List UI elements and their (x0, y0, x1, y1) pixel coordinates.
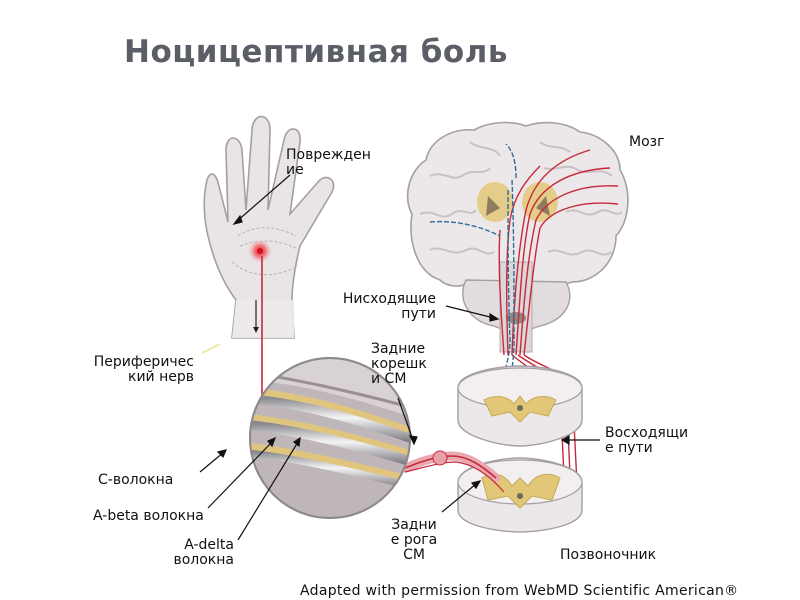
brain-gyrus (539, 141, 571, 153)
descending-pathways (429, 143, 517, 411)
a-beta-label: A-beta волокна (93, 508, 204, 524)
brain-gyrus (419, 209, 477, 218)
peripheral-nerve-label: Периферичес кий нерв (66, 355, 194, 385)
palm-line (239, 240, 301, 251)
palm-line (237, 227, 297, 237)
a-beta-fiber (250, 419, 410, 469)
descending-label: Нисходящие пути (318, 292, 436, 322)
injury-label-line: Поврежден (286, 147, 371, 163)
hand-illustration (203, 115, 335, 420)
dorsal-root-ganglion (432, 450, 448, 466)
c-fibers-label: C-волокна (98, 472, 174, 488)
dorsal-roots-label-line: корешк (371, 356, 427, 372)
brain-gyrus (565, 209, 623, 216)
peripheral-nerve-label-line: кий нерв (127, 369, 194, 385)
attribution: Adapted with permission from WebMD Scien… (300, 583, 739, 599)
dorsal-horn-label-line: Задни (391, 517, 437, 533)
brain-gyrus (429, 167, 491, 179)
slide-title: Ноцицептивная боль (124, 34, 508, 70)
thalamus-left (477, 182, 513, 222)
brain-gyrus (429, 247, 495, 255)
injury-label-line: ие (286, 162, 304, 178)
nerve-magnification (249, 357, 411, 519)
brain-label: Мозг (629, 134, 665, 150)
hand-shape (203, 115, 335, 339)
pointer-lines (199, 174, 600, 541)
injury-center (257, 248, 263, 254)
upper-spinal-section (457, 365, 583, 447)
dorsal-horn-label: Задни е рога СМ (386, 518, 442, 563)
dorsal-horn-label-line: СМ (403, 547, 425, 563)
a-delta-label: A-delta волокна (150, 538, 234, 568)
wrist (232, 300, 294, 338)
brain-gyrus (543, 165, 613, 177)
pons-nucleus (506, 312, 526, 324)
descending-label-line: Нисходящие (342, 291, 436, 307)
thalamus-right (522, 182, 558, 222)
ascending-label: Восходящи е пути (605, 426, 688, 456)
brain-gyrus (547, 249, 613, 256)
dorsal-root-nerve (400, 450, 505, 493)
central-canal (517, 493, 523, 499)
ascending-label-line: е пути (605, 440, 653, 456)
brain-illustration (406, 121, 629, 353)
dorsal-roots-label-line: Задние (371, 341, 426, 357)
ventricle-right (536, 196, 550, 216)
dorsal-roots-label-line: и СМ (371, 371, 407, 387)
ventricle-left (486, 196, 500, 216)
a-delta-fiber (250, 393, 410, 447)
dorsal-roots-label: Задние корешк и СМ (371, 342, 427, 387)
brain-gyrus (469, 141, 501, 157)
injury-label: Поврежден ие (286, 148, 371, 178)
peripheral-nerve-label-line: Периферичес (93, 354, 194, 370)
dorsal-horn-label-line: е рога (390, 532, 438, 548)
central-canal (517, 405, 523, 411)
spine-label: Позвоночник (560, 547, 657, 563)
a-delta-label-line: A-delta (184, 537, 234, 553)
arrow-head (253, 327, 259, 333)
ascending-label-line: Восходящи (605, 425, 689, 441)
a-delta-label-line: волокна (173, 552, 234, 568)
descending-label-line: пути (401, 306, 436, 322)
